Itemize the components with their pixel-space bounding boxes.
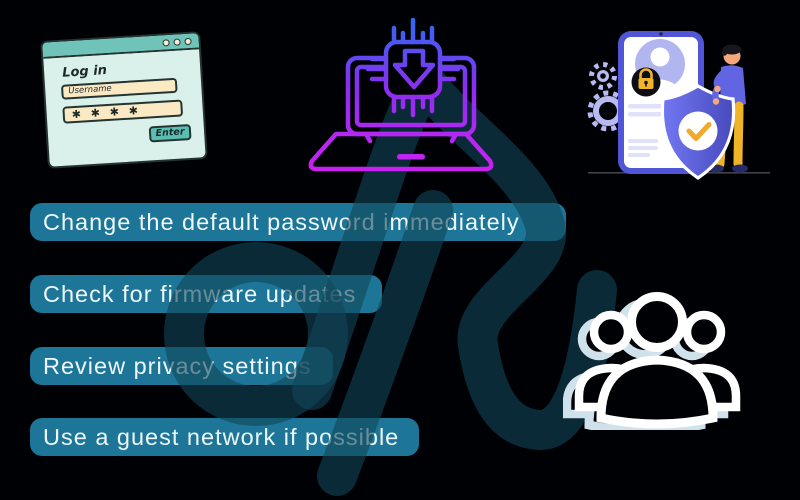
man-hair (722, 44, 742, 55)
man-arms (712, 68, 728, 105)
user-center-body (596, 355, 718, 429)
lock-badge (631, 67, 661, 97)
login-title: Log in (61, 63, 108, 81)
checkmark-icon (686, 122, 712, 141)
man-leg (733, 101, 744, 169)
shield-check (660, 84, 736, 180)
tip-chip-guest-network: Use a guest network if possible (30, 418, 419, 456)
laptop-touchpad (397, 154, 425, 160)
padlock-icon (639, 68, 653, 78)
laptop-chip-download-icon (308, 17, 494, 172)
login-window-illustration: Log in Username ✱ ✱ ✱ ✱ Enter (40, 31, 208, 169)
user-group-main (574, 292, 741, 429)
password-field: ✱ ✱ ✱ ✱ (62, 99, 184, 124)
phone-speaker (659, 32, 663, 36)
tip-chip-firmware-updates: Check for firmware updates (30, 275, 382, 313)
window-dot-icon (162, 38, 170, 47)
tip-chip-privacy-settings: Review privacy settings (30, 347, 333, 385)
phone-security-illustration (587, 31, 770, 180)
username-field: Username (60, 77, 178, 100)
user-left-head (589, 310, 633, 354)
window-titlebar (42, 33, 200, 59)
window-dot-icon (184, 37, 192, 45)
window-dot-icon (173, 37, 181, 46)
user-group-icon (563, 292, 741, 430)
laptop-base (308, 131, 494, 172)
user-center-head (627, 292, 687, 352)
tip-chip-default-password: Change the default password immediately (30, 203, 566, 241)
enter-button: Enter (148, 123, 192, 143)
man-shoe (732, 164, 748, 173)
user-right-head (682, 310, 726, 354)
